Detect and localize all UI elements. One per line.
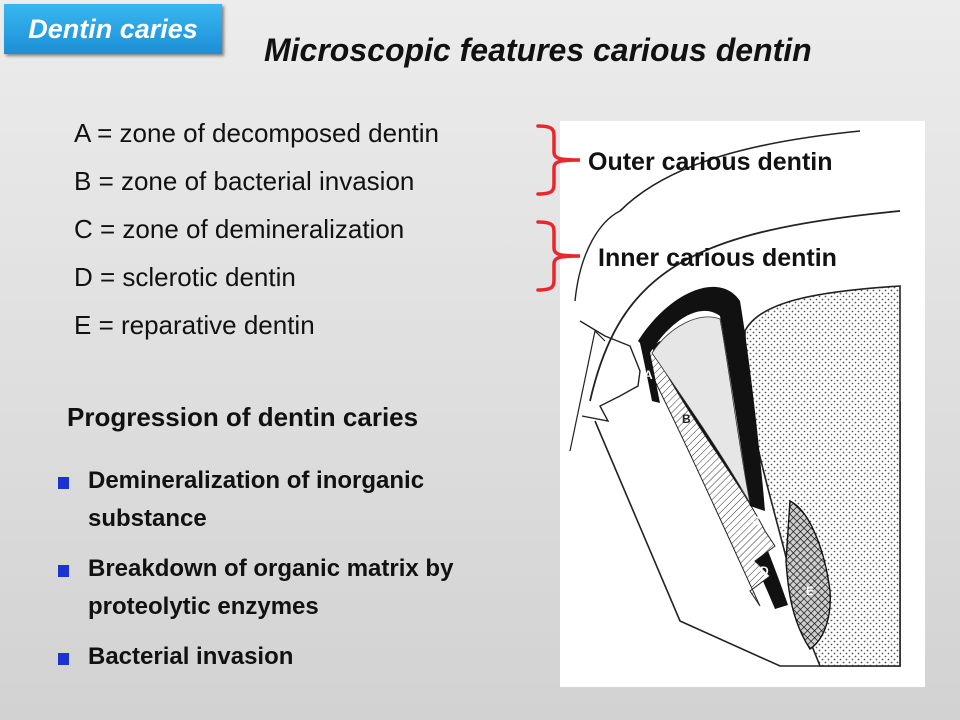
square-bullet-icon [58, 477, 69, 489]
square-bullet-icon [58, 565, 69, 577]
zone-item-d: D = sclerotic dentin [74, 262, 296, 292]
progression-item-text: Breakdown of organic matrix by proteolyt… [88, 555, 454, 620]
group-label-inner: Inner carious dentin [598, 244, 837, 272]
diagram-label-b: B [682, 412, 691, 426]
tooth-section-drawing: A B C D E [569, 130, 901, 667]
diagram-label-e: E [806, 584, 814, 598]
zone-item-e: E = reparative dentin [74, 310, 315, 340]
square-bullet-icon [58, 653, 69, 665]
group-label-outer: Outer carious dentin [588, 148, 833, 176]
progression-item: Bacterial invasion [56, 638, 516, 676]
brace-outer [536, 124, 581, 196]
zone-list: A = zone of decomposed dentin B = zone o… [74, 114, 439, 354]
zone-item-b: B = zone of bacterial invasion [74, 166, 415, 196]
brace-inner [536, 220, 581, 292]
progression-heading: Progression of dentin caries [67, 402, 419, 432]
progression-list: Demineralization of inorganic substance … [56, 462, 516, 676]
progression-item: Breakdown of organic matrix by proteolyt… [56, 550, 516, 638]
progression-item-text: Bacterial invasion [88, 643, 294, 670]
zone-item-c: C = zone of demineralization [74, 214, 405, 244]
diagram-label-c: C [752, 514, 761, 528]
slide-title: Microscopic features carious dentin [264, 32, 812, 68]
tooth-section-diagram: A B C D E [560, 121, 925, 687]
progression-item-text: Demineralization of inorganic substance [88, 467, 425, 532]
section-tag: Dentin caries [4, 4, 222, 54]
diagram-label-a: A [644, 368, 653, 382]
zone-item-a: A = zone of decomposed dentin [74, 118, 439, 148]
progression-item: Demineralization of inorganic substance [56, 462, 516, 550]
diagram-label-d: D [760, 564, 769, 578]
